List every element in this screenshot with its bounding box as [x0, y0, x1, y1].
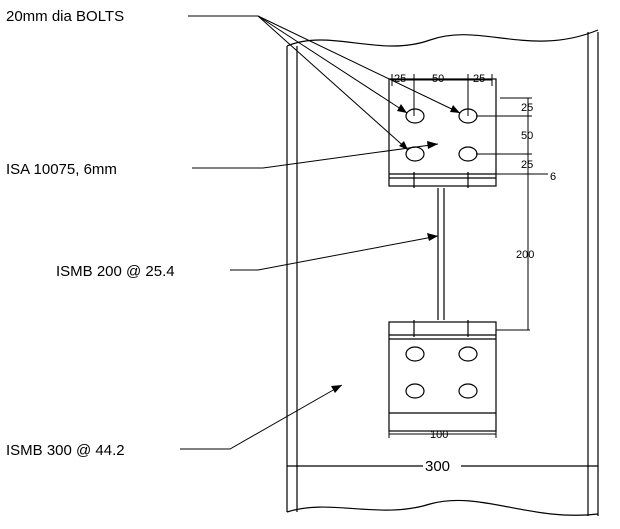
- leader-arrowhead: [427, 141, 438, 149]
- bolts-leader: [257, 15, 409, 151]
- bolts-leader: [257, 15, 408, 114]
- leaders: [180, 15, 461, 450]
- cleat-angle-leader: [192, 143, 439, 169]
- bottom-cleat-angle: [388, 320, 497, 432]
- bolt-hole: [458, 383, 478, 399]
- dimension-300-mask: [423, 458, 461, 474]
- column-bottom-break-line: [286, 499, 599, 516]
- beam-web: [437, 188, 445, 320]
- dimension-lines: [388, 74, 548, 438]
- column-label: ISMB 300 @ 44.2: [6, 442, 125, 459]
- dimension-angle-length: 100: [430, 429, 448, 441]
- beam-leader: [230, 235, 439, 271]
- bolt-hole: [405, 108, 425, 124]
- dimension-bolt-edge-right: 25: [473, 73, 485, 85]
- dimension-beam-depth: 200: [516, 249, 534, 261]
- top-cleat-leg: [388, 78, 497, 187]
- bolts-leader: [257, 15, 461, 114]
- dimension-column-width: 300: [425, 458, 450, 475]
- dimension-bolt-edge-top: 25: [521, 102, 533, 114]
- top-cleat-angle: [388, 78, 497, 188]
- leader-arrowhead: [450, 105, 460, 113]
- bolt-hole: [458, 146, 478, 162]
- beam-label: ISMB 200 @ 25.4: [56, 263, 175, 280]
- arrowheads: [331, 104, 460, 393]
- bolt-hole: [405, 383, 425, 399]
- dimension-bolt-pitch-horizontal: 50: [432, 73, 444, 85]
- cleat-angle-label: ISA 10075, 6mm: [6, 161, 117, 178]
- leader-arrowhead: [399, 141, 408, 150]
- bottom-cleat-leg: [388, 321, 497, 432]
- bolt-hole: [405, 146, 425, 162]
- dimension-angle-thickness: 6: [550, 171, 556, 183]
- dimension-bolt-edge-bottom: 25: [521, 159, 533, 171]
- bolt-hole: [458, 346, 478, 362]
- dimension-bolt-edge-left: 25: [394, 73, 406, 85]
- bolt-hole: [405, 346, 425, 362]
- column-top-break-line: [286, 29, 599, 47]
- dimension-bolt-pitch-vertical: 50: [521, 130, 533, 142]
- column-leader: [180, 384, 343, 450]
- leader-arrowhead: [331, 385, 342, 393]
- bolts-label: 20mm dia BOLTS: [6, 8, 124, 25]
- leader-arrowhead: [427, 233, 438, 241]
- column-section: [286, 29, 599, 516]
- leader-arrowhead: [397, 104, 407, 113]
